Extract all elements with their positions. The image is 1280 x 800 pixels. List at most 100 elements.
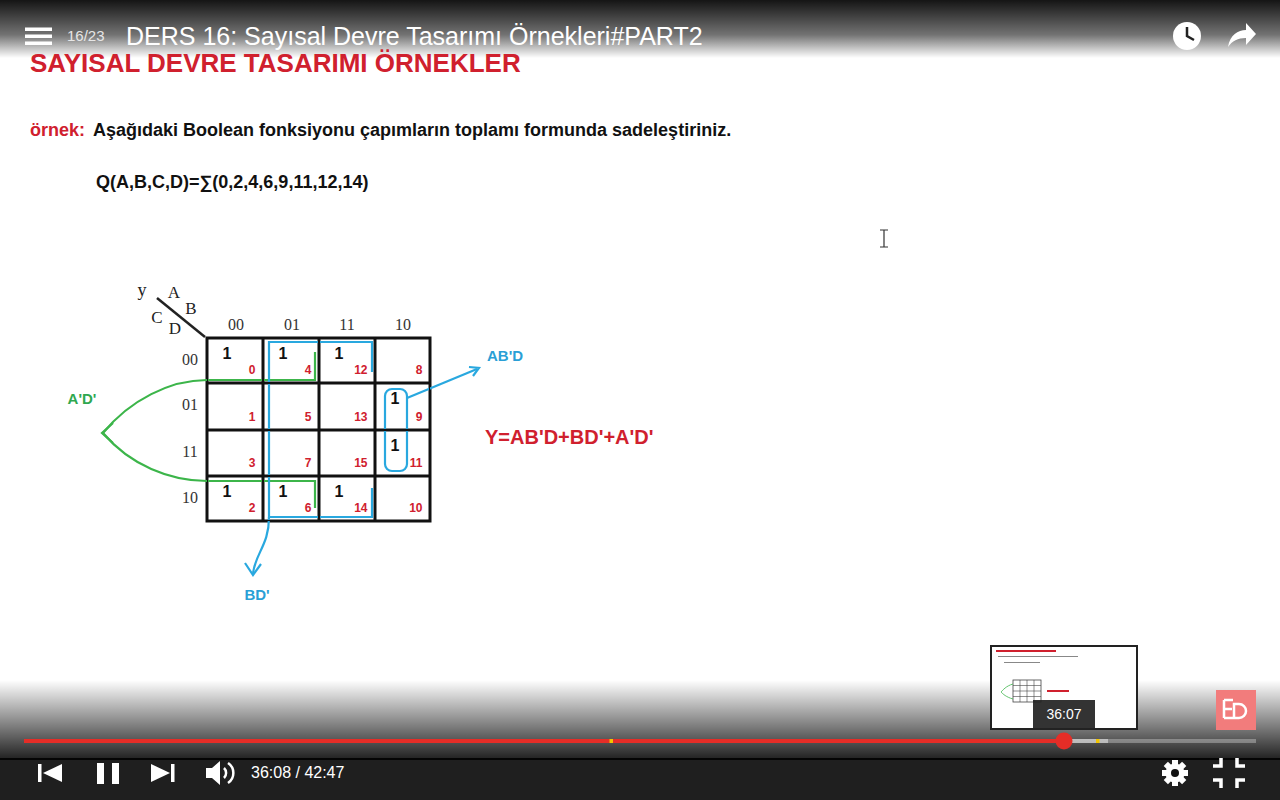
pause-button [97,763,104,784]
corner-variable: y [138,280,147,301]
arrow-head [102,423,113,443]
text-cursor [880,230,888,247]
function-definition: Q(A,B,C,D)=∑(0,2,4,6,9,11,12,14) [96,172,368,193]
progress-knob [1056,733,1073,750]
row-header: 01 [182,396,198,414]
slide-heading: SAYISAL DEVRE TASARIMI ÖRNEKLER [30,49,521,79]
next-button [171,764,175,782]
minterm-number: 11 [410,457,423,469]
menu-icon [25,28,52,32]
kmap-cell: 1 [207,383,263,430]
preview-thumbnail [991,646,1137,729]
thumbnail-text [998,656,1078,657]
minterm-number: 14 [354,502,367,514]
minterm-number: 6 [305,502,312,514]
minterm-number: 1 [249,411,256,423]
settings-icon [1164,762,1187,785]
cell-value: 1 [223,484,232,500]
kmap-cell: 112 [319,338,375,383]
corner-variable: A [168,283,180,303]
progress-marker [610,739,614,743]
cell-value: 1 [279,346,288,362]
arrow-head [469,367,479,376]
previous-button [38,764,42,782]
clock-icon [1173,22,1201,50]
column-header: 11 [339,316,354,334]
minterm-number: 0 [249,364,256,376]
playback-time: 36:08 / 42:47 [251,764,344,782]
thumbnail-heading [996,650,1056,652]
example-tag: örnek: [30,120,85,141]
corner-variable: C [151,308,162,328]
minterm-number: 13 [354,411,367,423]
cell-value: 1 [391,438,400,454]
progress-played [24,739,1064,743]
minterm-number: 10 [409,502,422,514]
kmap-frame [207,338,430,521]
progress-marker [1096,739,1100,743]
share-icon [1228,23,1256,47]
thumbnail-kmap [1013,680,1041,702]
kmap-grid [207,338,430,521]
time-tooltip [1033,700,1095,728]
kmap-cell: 19 [375,383,430,430]
corner-variable: B [185,299,196,319]
row-header: 10 [182,489,198,507]
title-shade [0,0,1280,58]
group-label: A'D' [68,390,97,407]
kmap-cell: 5 [263,383,319,430]
kmap-cell: 16 [263,476,319,521]
kmap-cell: 1 14 [319,476,375,521]
thumbnail-text [1004,662,1040,663]
kmap-cell: 10 [207,338,263,383]
cell-value: 1 [391,391,400,407]
group-label: AB'D [487,347,523,364]
minterm-number: 4 [305,364,312,376]
minterm-number: 3 [249,457,256,469]
fullscreen-exit-icon [1213,758,1245,788]
volume-waves [224,763,233,783]
video-title: DERS 16: Sayısal Devre Tasarımı Örnekler… [126,22,703,51]
kmap-cell: 111 [375,430,430,476]
kmap-cell: 3 [207,430,263,476]
column-header: 00 [228,316,244,334]
settings-icon [1164,762,1187,785]
kmap-cell: 13 [319,383,375,430]
menu-icon [25,35,52,39]
pause-button [112,763,119,784]
controls-bar [0,758,1280,800]
kmap-cell: 7 [263,430,319,476]
playlist-counter: 16/23 [67,27,105,44]
settings-icon [1166,764,1185,783]
minterm-number: 2 [249,502,256,514]
cell-value: 1 [335,346,344,362]
volume-icon [206,761,220,785]
thumbnail-text [1047,690,1069,692]
kmap-cell: 15 [319,430,375,476]
cell-value: 1 [335,484,344,500]
kmap-cell: 8 [375,338,430,383]
column-header: 10 [395,316,411,334]
arrow-head [245,563,261,575]
channel-logo [1216,690,1256,730]
result-expression: Y=AB'D+BD'+A'D' [485,426,654,449]
corner-variable: D [169,319,181,339]
minterm-number: 5 [305,411,312,423]
column-header: 01 [284,316,300,334]
cell-value: 1 [223,346,232,362]
minterm-number: 9 [416,411,423,423]
row-header: 11 [182,443,197,461]
logo-mark [1224,700,1246,718]
row-header: 00 [182,351,198,369]
clock-hands [1187,27,1194,40]
next-button [151,764,170,782]
kmap-cell: 14 [263,338,319,383]
minterm-number: 8 [416,364,423,376]
previous-button [43,764,62,782]
thumbnail-kmap [1013,680,1041,702]
thumbnail-loop [1001,684,1013,699]
cell-value: 1 [279,484,288,500]
